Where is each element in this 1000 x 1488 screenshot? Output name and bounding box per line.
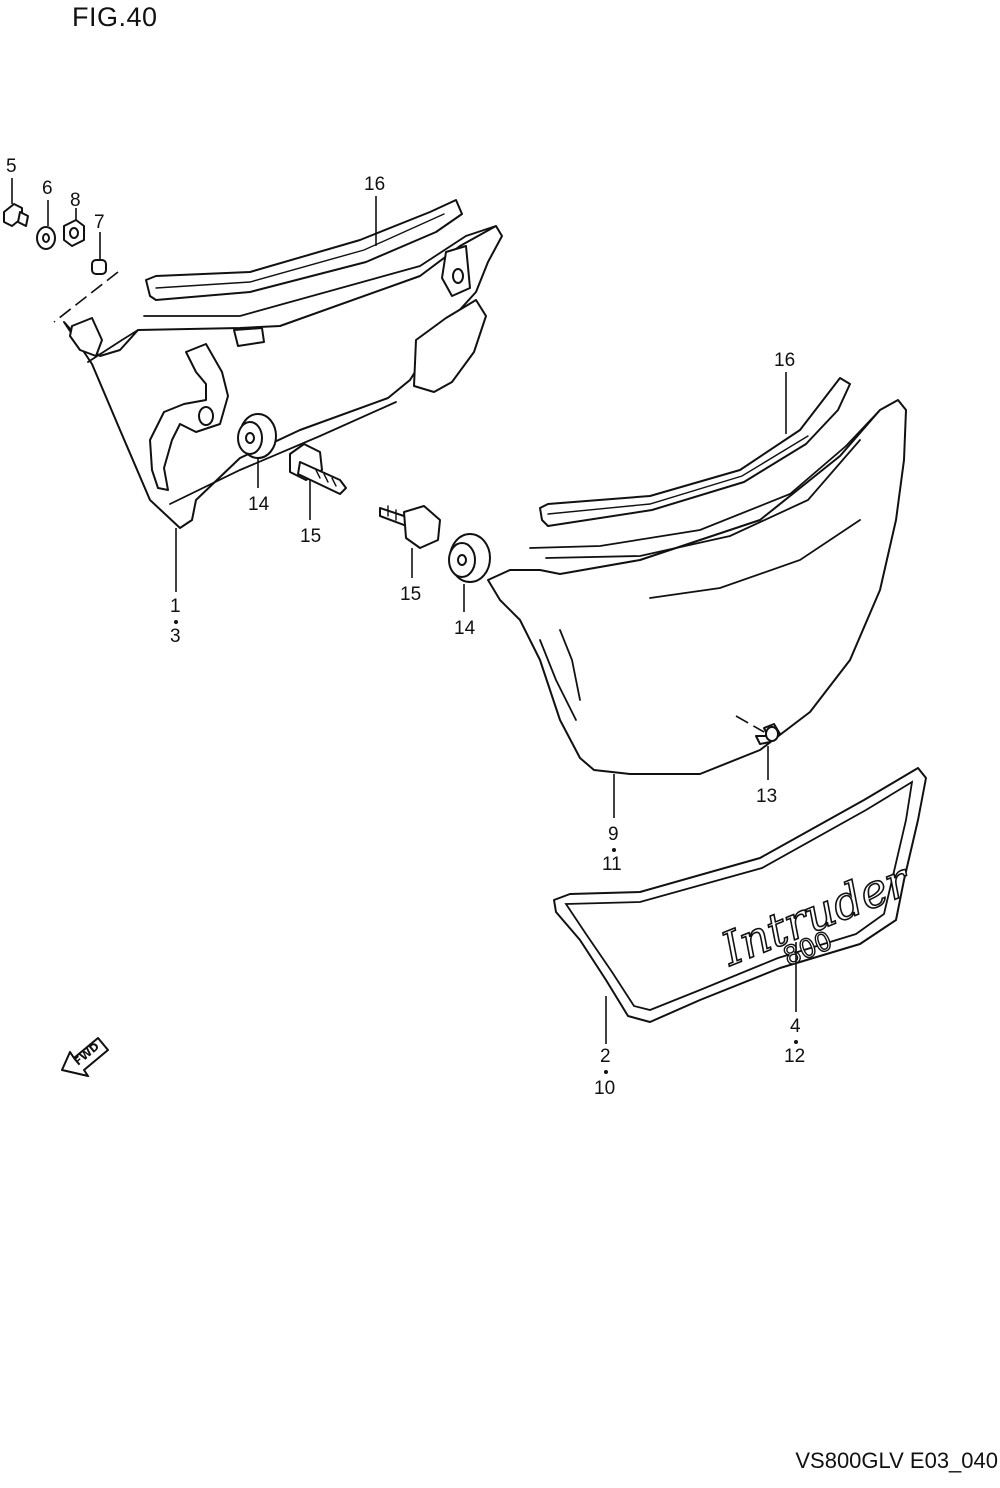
right-frame-cover[interactable] bbox=[487, 399, 907, 775]
callout-dot-4-12 bbox=[794, 1040, 798, 1044]
nut-8[interactable] bbox=[63, 219, 85, 247]
callout-dot-2-10 bbox=[604, 1070, 608, 1074]
screw-15-right[interactable] bbox=[379, 505, 441, 549]
callout-16-left: 16 bbox=[364, 174, 385, 195]
callout-8: 8 bbox=[70, 190, 81, 211]
callout-3: 3 bbox=[170, 626, 181, 647]
assembly-line-13 bbox=[735, 715, 765, 733]
bolt-5[interactable] bbox=[3, 203, 29, 227]
callout-13: 13 bbox=[756, 786, 777, 807]
callout-14-left: 14 bbox=[248, 494, 270, 515]
callout-16-right: 16 bbox=[774, 350, 795, 371]
callout-5: 5 bbox=[6, 156, 17, 177]
screw-15-left[interactable] bbox=[289, 443, 347, 495]
callout-dot-1-3 bbox=[174, 620, 178, 624]
collar-7[interactable] bbox=[91, 259, 107, 275]
callout-1: 1 bbox=[170, 596, 181, 617]
fwd-arrow-icon: FWD bbox=[60, 1036, 110, 1078]
assembly-line-top bbox=[53, 271, 119, 323]
callout-11: 11 bbox=[602, 854, 622, 875]
callout-9: 9 bbox=[608, 824, 619, 845]
figure-title: FIG.40 bbox=[72, 2, 158, 32]
emblem-plate[interactable]: Intruder 800 bbox=[553, 767, 927, 1023]
callout-4: 4 bbox=[790, 1016, 801, 1037]
callout-12: 12 bbox=[784, 1046, 805, 1067]
callout-6: 6 bbox=[42, 178, 53, 199]
callout-15-right: 15 bbox=[400, 584, 421, 605]
grommet-14-left[interactable] bbox=[237, 413, 277, 459]
leader-lines bbox=[11, 178, 797, 1044]
figure-code: VS800GLV E03_040 bbox=[795, 1448, 998, 1473]
callout-7: 7 bbox=[94, 212, 105, 233]
screw-13[interactable] bbox=[755, 723, 781, 745]
callout-dot-9-11 bbox=[612, 848, 616, 852]
callout-10: 10 bbox=[594, 1078, 615, 1099]
left-frame-cover[interactable] bbox=[63, 225, 503, 529]
grommet-14-right[interactable] bbox=[448, 533, 491, 583]
right-trim-strip-16[interactable] bbox=[539, 377, 851, 527]
left-trim-strip-16[interactable] bbox=[145, 199, 463, 301]
callout-2: 2 bbox=[600, 1046, 611, 1067]
callout-14-right: 14 bbox=[454, 618, 476, 639]
washer-6[interactable] bbox=[36, 226, 56, 250]
callout-15-left: 15 bbox=[300, 526, 321, 547]
